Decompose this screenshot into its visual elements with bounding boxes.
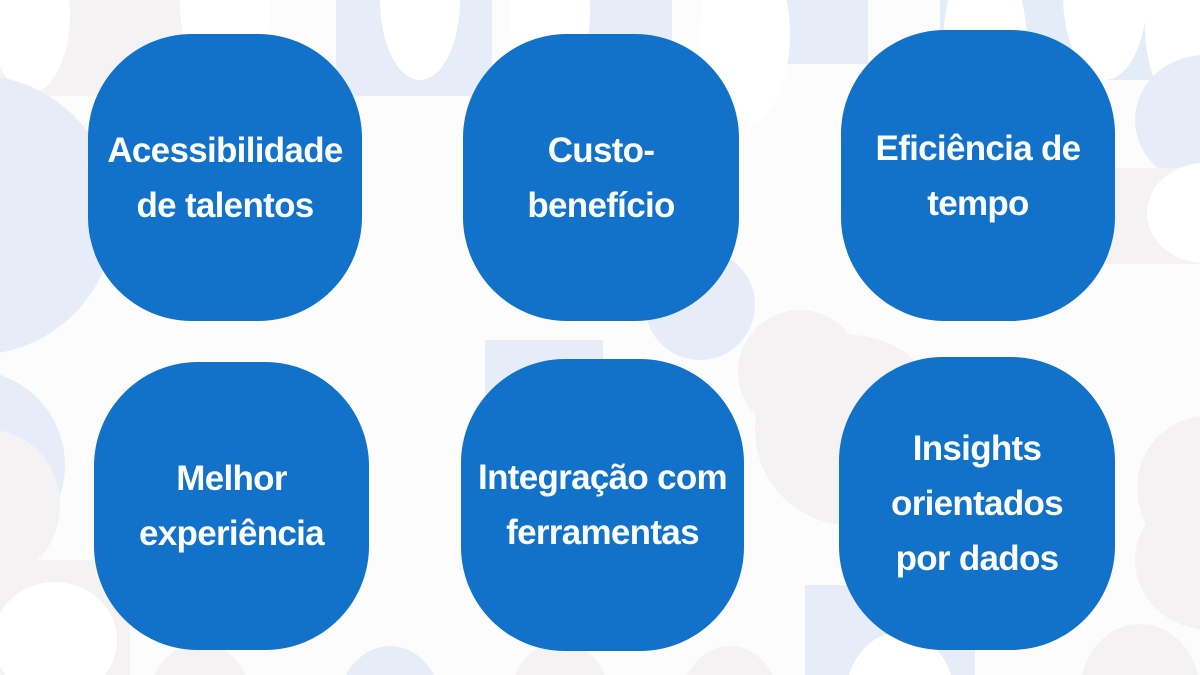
card-label-line: benefício <box>527 185 675 225</box>
benefit-card-cost-benefit: Custo- benefício <box>463 34 739 321</box>
benefit-card-tool-integration: Integração com ferramentas <box>461 359 744 651</box>
benefit-card-talent-accessibility: Acessibilidade de talentos <box>88 34 362 321</box>
card-label-line: experiência <box>139 514 325 553</box>
card-label-line: Custo- <box>547 130 655 170</box>
card-label-line: Acessibilidade <box>107 130 343 170</box>
card-label-line: orientados <box>891 484 1064 523</box>
card-label-line: ferramentas <box>506 513 699 552</box>
benefit-card-time-efficiency: Eficiência de tempo <box>841 30 1115 321</box>
card-label-line: Insights <box>912 429 1042 468</box>
card-label-line: Melhor <box>176 459 287 498</box>
card-label-line: Eficiência de <box>875 128 1082 168</box>
card-label-line: de talentos <box>136 185 314 225</box>
card-label-line: por dados <box>895 539 1060 578</box>
benefit-card-better-experience: Melhor experiência <box>94 362 369 650</box>
benefit-card-data-driven-insights: Insights orientados por dados <box>839 357 1115 650</box>
card-label-line: Integração com <box>478 458 728 497</box>
card-label-line: tempo <box>927 183 1029 223</box>
